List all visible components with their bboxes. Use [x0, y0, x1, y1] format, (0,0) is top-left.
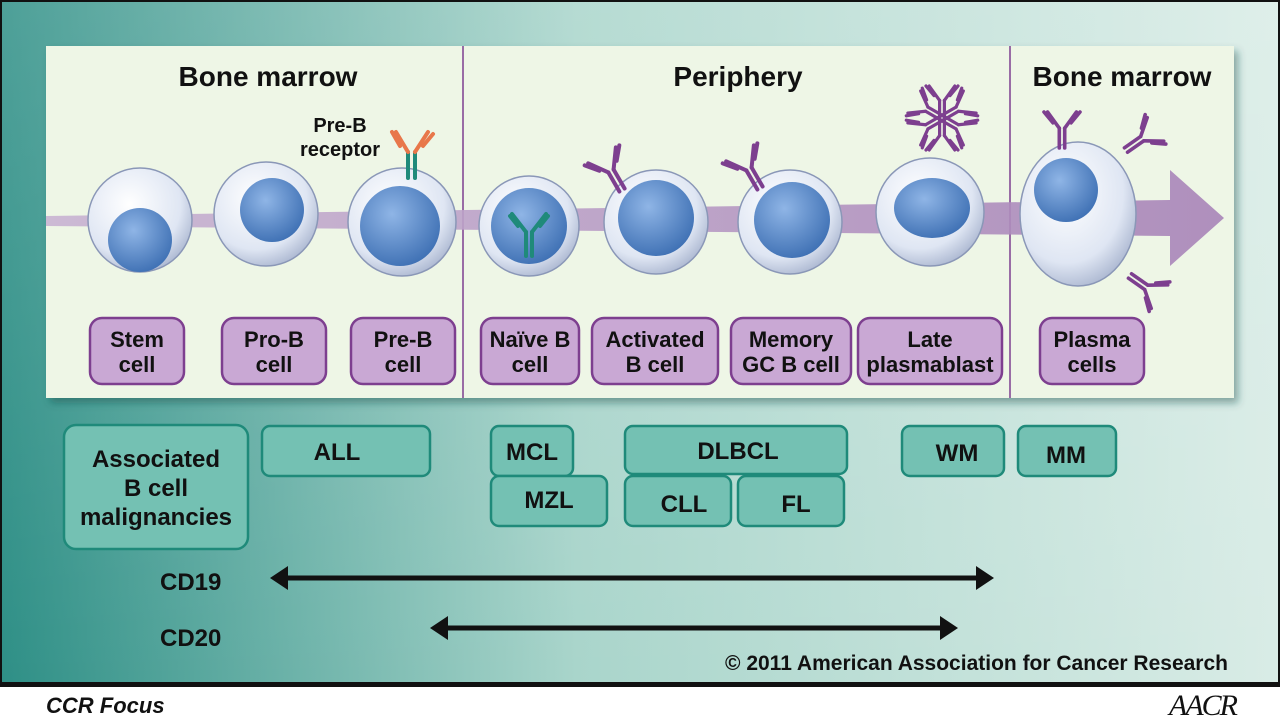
malignancy-box-mzl — [489, 474, 609, 528]
stage-label-stem-line2: cell — [119, 352, 156, 377]
stage-label-pro-b-line2: cell — [256, 352, 293, 377]
secreted-antibody-arm-icon — [924, 116, 960, 152]
cell-naive-b — [478, 175, 580, 277]
cell-pre-b — [347, 167, 457, 277]
stage-label-naive-b-line2: cell — [512, 352, 549, 377]
secreted-antibody-icon — [904, 84, 980, 152]
malignancy-header-line2: B cell — [124, 475, 188, 502]
cell-stem — [87, 167, 193, 273]
aacr-logo: AACR — [1169, 689, 1238, 722]
malignancy-fl: FL — [781, 491, 810, 518]
malignancies: Associated B cell malignancies ALL MCL M… — [62, 423, 1118, 551]
surface-antibody-icon — [720, 141, 765, 192]
region-title-bone-marrow-right: Bone marrow — [1033, 61, 1212, 92]
malignancy-wm: WM — [936, 440, 979, 467]
malignancy-box-all — [260, 424, 432, 478]
stage-label-memory-gc-b-line2: GC B cell — [742, 352, 840, 377]
cell-pro-b — [213, 161, 319, 267]
stage-label-stem-line1: Stem — [110, 327, 164, 352]
stage-label-late-plasmablast-line2: plasmablast — [866, 352, 994, 377]
copyright: © 2011 American Association for Cancer R… — [725, 652, 1228, 675]
secreted-antibody-arm-icon — [924, 84, 960, 120]
cell-activated-b — [603, 169, 709, 275]
surface-antibody-icon — [1042, 110, 1082, 150]
internal-bcr-icon — [508, 212, 550, 258]
malignancy-header-line1: Associated — [92, 446, 220, 473]
surface-antibody-icon — [1122, 112, 1168, 155]
stage-label-activated-b-line1: Activated — [605, 327, 704, 352]
malignancy-mcl: MCL — [506, 439, 558, 466]
region-title-bone-marrow-left: Bone marrow — [179, 61, 358, 92]
surface-antibody-icon — [1126, 271, 1172, 314]
malignancy-dlbcl: DLBCL — [697, 438, 778, 465]
marker-cd19-label: CD19 — [160, 569, 221, 596]
malignancy-mzl: MZL — [524, 487, 573, 514]
cell-late-plasmablast — [875, 157, 985, 267]
cell-plasma — [1019, 141, 1137, 287]
marker-cd20-label: CD20 — [160, 625, 221, 652]
malignancy-all: ALL — [314, 439, 361, 466]
stage-label-naive-b-line1: Naïve B — [490, 327, 571, 352]
malignancy-box-dlbcl — [623, 424, 849, 476]
stage-label-pre-b-line2: cell — [385, 352, 422, 377]
malignancy-box-mm — [1016, 424, 1118, 478]
stage-label-late-plasmablast-line1: Late — [907, 327, 952, 352]
malignancy-cll: CLL — [661, 491, 708, 518]
cell-memory-gc-b — [737, 169, 843, 275]
pre-b-receptor-icon — [390, 130, 435, 180]
stage-label-pre-b-line1: Pre-B — [374, 327, 433, 352]
surface-antibody-icon — [582, 143, 627, 194]
malignancy-box-cll — [623, 474, 733, 528]
pre-b-receptor-label-line2: receptor — [300, 139, 380, 161]
journal-name: CCR Focus — [46, 693, 165, 718]
stage-label-pro-b-line1: Pro-B — [244, 327, 304, 352]
malignancy-mm: MM — [1046, 442, 1086, 469]
footer: CCR Focus AACR — [0, 684, 1280, 728]
stage-label-activated-b-line2: B cell — [626, 352, 685, 377]
malignancy-header-line3: malignancies — [80, 504, 232, 531]
malignancy-box-wm — [900, 424, 1006, 478]
region-title-periphery: Periphery — [673, 61, 803, 92]
stage-label-memory-gc-b-line1: Memory — [749, 327, 834, 352]
malignancy-box-fl — [736, 474, 846, 528]
stage-label-plasma-line1: Plasma — [1053, 327, 1131, 352]
secreted-antibody-arm-icon — [904, 86, 945, 122]
antibody-icons — [582, 110, 1172, 314]
stage-label-plasma-line2: cells — [1068, 352, 1117, 377]
malignancy-header-box — [62, 423, 250, 551]
pre-b-receptor-label-line1: Pre-B — [313, 115, 366, 137]
